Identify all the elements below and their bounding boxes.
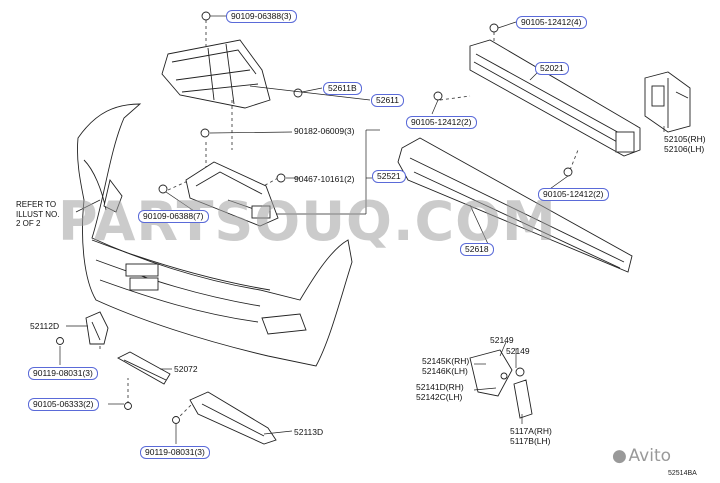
part-label-90467-10161-2: 90467-10161(2) [294, 174, 355, 184]
absorber-52618 [397, 137, 633, 273]
bracket-52113d [189, 391, 277, 445]
part-label-90182-06009-3: 90182-06009(3) [294, 126, 355, 136]
part-label-52149b: 52149 [506, 346, 530, 356]
avito-text: Avito [628, 446, 672, 466]
part-label-90105-06333-2[interactable]: 90105-06333(2) [28, 398, 99, 411]
part-label-52149a: 52149 [490, 335, 514, 345]
part-label-5117a: 5117A(RH) [510, 426, 552, 436]
part-label-90119-08031-3a[interactable]: 90119-08031(3) [28, 367, 98, 380]
part-label-52618[interactable]: 52618 [460, 243, 494, 256]
part-label-52021[interactable]: 52021 [535, 62, 569, 75]
part-label-52113d: 52113D [294, 427, 324, 437]
part-label-90105-12412-2b[interactable]: 90105-12412(2) [538, 188, 609, 201]
avito-logo-icon: ● [612, 446, 629, 466]
refer-note: REFER TO ILLUST NO. 2 OF 2 [16, 200, 60, 228]
part-label-90105-12412-4[interactable]: 90105-12412(4) [516, 16, 587, 29]
part-label-52146k: 52146K(LH) [422, 366, 468, 376]
part-label-52521[interactable]: 52521 [372, 170, 406, 183]
part-label-52611[interactable]: 52611 [371, 94, 405, 107]
part-label-90109-06388-7[interactable]: 90109-06388(7) [138, 210, 209, 223]
bracket-52112d [85, 311, 109, 345]
part-label-90109-06388-3[interactable]: 90109-06388(3) [226, 10, 297, 23]
figure-id: 52514BA [668, 470, 697, 477]
reinforcement-52021 [469, 39, 641, 157]
part-label-52072: 52072 [174, 364, 198, 374]
strip-52072 [117, 351, 171, 385]
part-label-52145k: 52145K(RH) [422, 356, 470, 366]
part-label-52142c: 52142C(LH) [416, 392, 463, 402]
part-label-52141d: 52141D(RH) [416, 382, 464, 392]
part-label-90105-12412-2a[interactable]: 90105-12412(2) [406, 116, 477, 129]
part-label-52611b[interactable]: 52611B [323, 82, 362, 95]
avito-watermark: ● Avito [612, 446, 671, 466]
part-label-90119-08031-3b[interactable]: 90119-08031(3) [140, 446, 210, 459]
bumper-cover [77, 103, 353, 367]
part-label-52105: 52105(RH) [664, 134, 706, 144]
extension-52105 [644, 71, 691, 133]
bracket-52521 [185, 161, 279, 227]
bracket-52141d [469, 349, 533, 419]
part-label-52106: 52106(LH) [664, 144, 705, 154]
under-cover-52611b [161, 39, 271, 109]
part-label-52112d: 52112D [30, 321, 60, 331]
part-label-5117b: 5117B(LH) [510, 436, 551, 446]
